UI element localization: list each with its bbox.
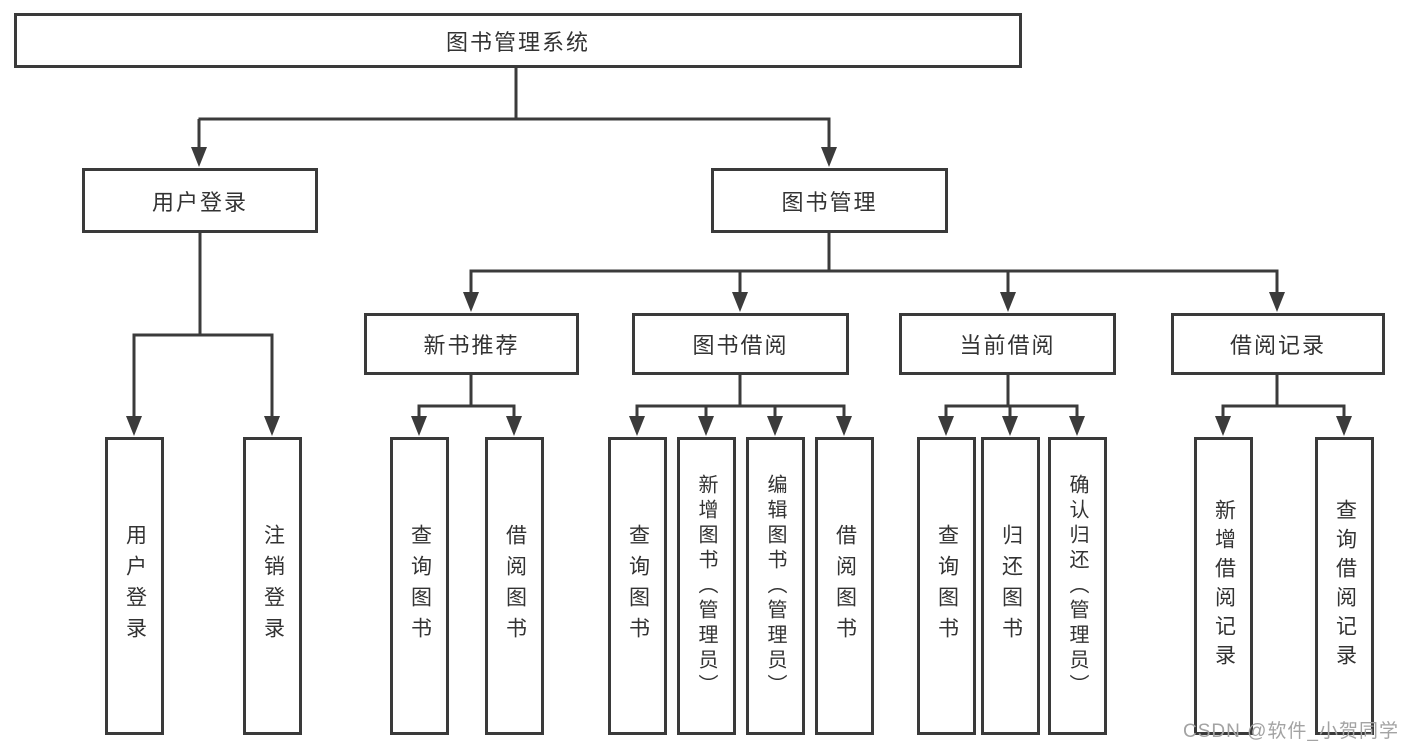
connector-bookmgmt-to-level3 bbox=[469, 231, 1279, 296]
leaf-query-books-borrow: 查询图书 bbox=[608, 437, 667, 735]
node-new-book-recommend: 新书推荐 bbox=[364, 313, 579, 375]
connector-borrow-to-leaves bbox=[635, 373, 846, 420]
node-label: 借阅图书 bbox=[503, 524, 527, 648]
arrow-down-icon bbox=[629, 416, 645, 436]
node-label: 图书管理系统 bbox=[445, 29, 590, 55]
arrow-down-icon bbox=[1069, 416, 1085, 436]
arrow-down-icon bbox=[938, 416, 954, 436]
node-label: 新增图书（管理员） bbox=[695, 473, 717, 699]
arrow-down-icon bbox=[463, 292, 479, 312]
node-label: 新书推荐 bbox=[423, 333, 520, 358]
arrow-down-icon bbox=[1002, 416, 1018, 436]
connector-records-to-leaves bbox=[1221, 373, 1346, 420]
arrow-down-icon bbox=[1215, 416, 1231, 436]
connector-userlogin-to-leaves bbox=[132, 231, 274, 420]
connector-root-to-level2 bbox=[197, 66, 831, 150]
arrow-down-icon bbox=[767, 416, 783, 436]
node-label: 查询借阅记录 bbox=[1333, 499, 1357, 673]
arrow-down-icon bbox=[732, 292, 748, 312]
node-current-borrow: 当前借阅 bbox=[899, 313, 1116, 375]
leaf-borrow-books: 借阅图书 bbox=[815, 437, 874, 735]
leaf-add-borrow-record: 新增借阅记录 bbox=[1194, 437, 1253, 735]
node-label: 新增借阅记录 bbox=[1212, 499, 1236, 673]
leaf-add-books-admin: 新增图书（管理员） bbox=[677, 437, 736, 735]
leaf-edit-books-admin: 编辑图书（管理员） bbox=[746, 437, 805, 735]
node-label: 编辑图书（管理员） bbox=[764, 473, 786, 699]
node-book-borrow: 图书借阅 bbox=[632, 313, 849, 375]
node-label: 用户登录 bbox=[123, 524, 147, 648]
arrow-down-icon bbox=[836, 416, 852, 436]
csdn-watermark: CSDN @软件_小贺同学 bbox=[1183, 721, 1399, 742]
arrow-down-icon bbox=[506, 416, 522, 436]
node-user-login: 用户登录 bbox=[82, 168, 318, 233]
node-label: 用户登录 bbox=[151, 189, 248, 215]
leaf-query-books-recommend: 查询图书 bbox=[390, 437, 449, 735]
leaf-query-borrow-record: 查询借阅记录 bbox=[1315, 437, 1374, 735]
node-label: 查询图书 bbox=[626, 524, 650, 648]
leaf-user-login: 用户登录 bbox=[105, 437, 164, 735]
arrow-down-icon bbox=[698, 416, 714, 436]
arrow-down-icon bbox=[264, 416, 280, 436]
leaf-logout: 注销登录 bbox=[243, 437, 302, 735]
node-label: 当前借阅 bbox=[959, 333, 1056, 358]
arrow-down-icon bbox=[191, 147, 207, 167]
node-label: 归还图书 bbox=[999, 524, 1023, 648]
leaf-confirm-return-admin: 确认归还（管理员） bbox=[1048, 437, 1107, 735]
arrow-down-icon bbox=[1269, 292, 1285, 312]
node-borrow-records: 借阅记录 bbox=[1171, 313, 1385, 375]
node-label: 借阅记录 bbox=[1229, 333, 1326, 358]
node-label: 确认归还（管理员） bbox=[1066, 473, 1088, 699]
node-book-management: 图书管理 bbox=[711, 168, 948, 233]
connector-newbooks-to-leaves bbox=[417, 373, 516, 420]
leaf-query-books-current: 查询图书 bbox=[917, 437, 976, 735]
node-label: 查询图书 bbox=[408, 524, 432, 648]
node-label: 注销登录 bbox=[261, 524, 285, 648]
node-library-management-system: 图书管理系统 bbox=[14, 13, 1022, 68]
arrow-down-icon bbox=[821, 147, 837, 167]
node-label: 查询图书 bbox=[935, 524, 959, 648]
arrow-down-icon bbox=[126, 416, 142, 436]
leaf-return-books: 归还图书 bbox=[981, 437, 1040, 735]
arrow-down-icon bbox=[411, 416, 427, 436]
node-label: 图书借阅 bbox=[692, 333, 789, 358]
arrow-down-icon bbox=[1000, 292, 1016, 312]
arrow-down-icon bbox=[1336, 416, 1352, 436]
leaf-borrow-books-recommend: 借阅图书 bbox=[485, 437, 544, 735]
node-label: 图书管理 bbox=[781, 189, 878, 215]
node-label: 借阅图书 bbox=[833, 524, 857, 648]
connector-current-to-leaves bbox=[944, 373, 1079, 420]
